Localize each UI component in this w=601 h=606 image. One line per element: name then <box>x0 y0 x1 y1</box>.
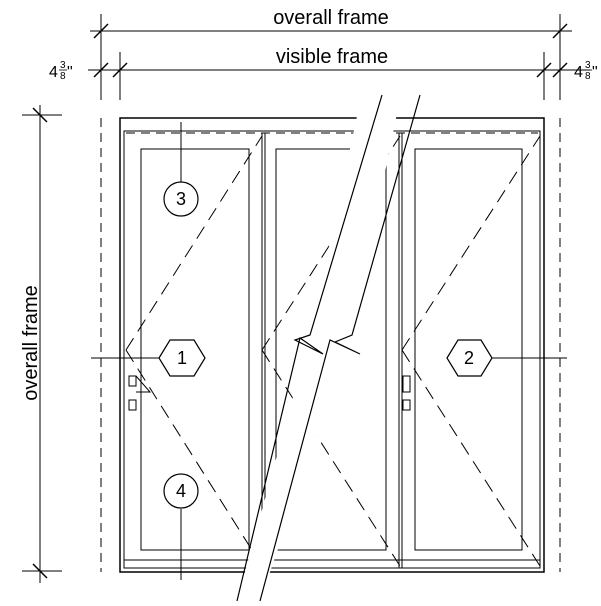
circle-tag-4: 4 <box>163 473 199 509</box>
svg-text:3: 3 <box>60 60 66 71</box>
left-overall-frame-label: overall frame <box>20 285 42 401</box>
svg-text:4: 4 <box>176 481 186 501</box>
svg-text:": " <box>67 64 73 81</box>
tag-leader-lines <box>91 122 567 580</box>
top-dimension-overall-frame <box>90 14 572 100</box>
svg-text:1: 1 <box>177 348 187 368</box>
svg-text:4: 4 <box>49 64 58 81</box>
right-offset-label: 4 3 8 " <box>574 60 598 82</box>
top-overall-frame-label: overall frame <box>273 7 389 29</box>
svg-text:3: 3 <box>585 60 591 71</box>
dashed-overall-frame <box>100 118 561 572</box>
left-offset-label: 4 3 8 " <box>49 60 73 82</box>
svg-text:4: 4 <box>574 64 583 81</box>
top-visible-frame-label: visible frame <box>276 46 388 68</box>
break-line-left <box>236 94 383 602</box>
svg-text:": " <box>592 64 598 81</box>
svg-text:8: 8 <box>60 71 66 82</box>
circle-tag-3: 3 <box>163 181 199 217</box>
svg-text:8: 8 <box>585 71 591 82</box>
break-line-right <box>259 94 421 602</box>
top-dimension-visible-frame <box>88 52 590 100</box>
left-dimension-overall-frame <box>22 105 62 583</box>
svg-text:3: 3 <box>176 189 186 209</box>
hexagon-tag-2: 2 <box>446 339 493 377</box>
hexagon-tag-1: 1 <box>158 339 206 377</box>
svg-text:2: 2 <box>464 348 474 368</box>
